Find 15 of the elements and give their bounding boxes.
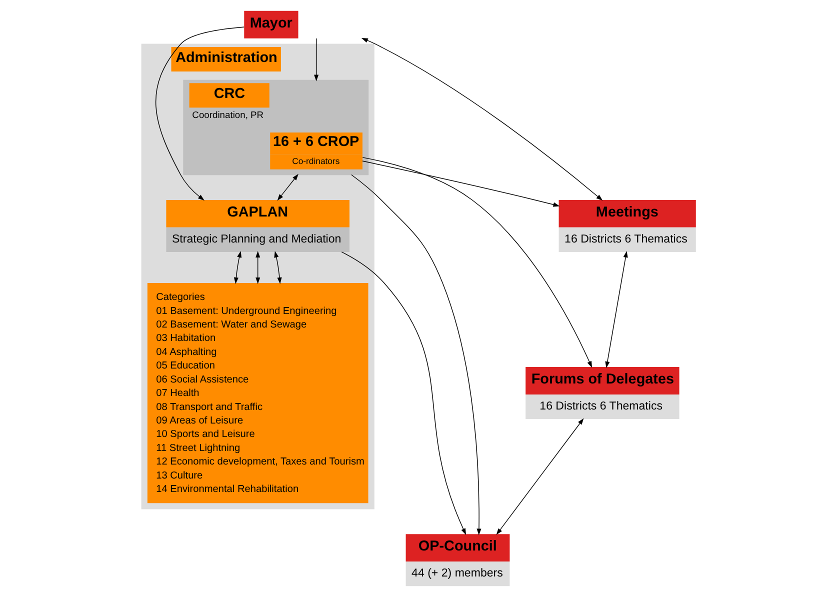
arrow: [277, 174, 298, 201]
node-box: Categories 01 Basement: Underground Engineering 02 Basement: Water and Sewage 03 Habitation 04 Asphalting 05 Education 06 Social Assistence 07 Health 08 Transport and Traffic 09 Areas of Leisure 10 Sports and Leisure 11 Street Lightning 12 Economic development, Taxes and Tourism 13 Culture 14 Environmental Rehabilitation: [147, 282, 368, 504]
arrow: [274, 250, 282, 284]
node-box: Mayor: [244, 10, 298, 38]
arrow: [156, 26, 244, 201]
arrow: [362, 157, 592, 368]
arrow: [234, 250, 242, 284]
arrow: [362, 160, 560, 207]
arrow: [605, 250, 628, 368]
arrow: [314, 38, 319, 82]
arrow: [496, 418, 584, 535]
arrow: [351, 174, 482, 536]
arrow: [256, 250, 260, 284]
arrow: [341, 252, 466, 535]
arrow: [361, 38, 603, 201]
